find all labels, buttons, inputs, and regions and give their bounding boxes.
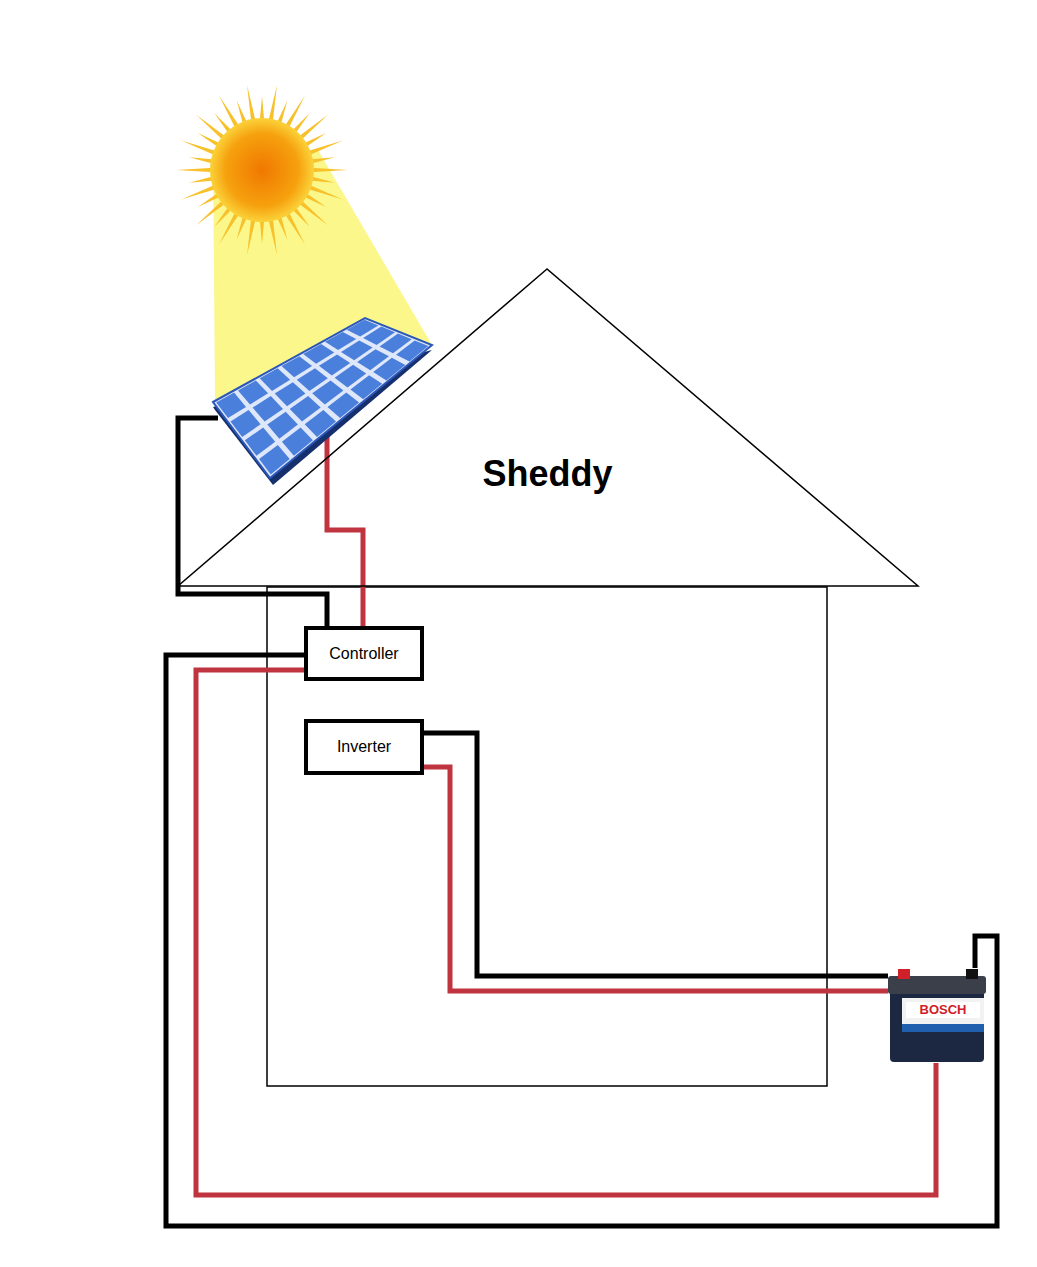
panel-cell — [282, 428, 313, 456]
wire — [196, 670, 936, 1195]
sun-ray — [306, 141, 343, 156]
wire — [424, 733, 888, 976]
panel-cell — [328, 393, 360, 419]
sun-rays — [176, 85, 348, 254]
panel-cell — [396, 340, 428, 361]
box-label: Controller — [329, 645, 398, 663]
battery: BOSCH — [888, 968, 986, 1063]
panel-cell — [305, 410, 336, 437]
sun-ray — [268, 217, 277, 255]
brand-label: BOSCH — [906, 1002, 980, 1018]
sun — [210, 118, 314, 222]
sun-ray — [268, 85, 277, 123]
sun-ray — [181, 184, 218, 199]
wire — [424, 767, 888, 991]
panel-frame — [213, 318, 432, 478]
panel-cell — [259, 445, 290, 475]
sun-ray — [176, 168, 214, 173]
panel-wire-positive — [327, 437, 363, 626]
wire — [166, 655, 997, 1226]
roof-label: Sheddy — [177, 453, 918, 495]
inverter-box: Inverter — [304, 719, 424, 775]
panel-cell — [373, 358, 405, 381]
sun-ray — [247, 85, 256, 123]
box-label: Inverter — [337, 738, 391, 756]
shed-wall — [267, 587, 827, 1086]
panel-cell — [350, 375, 382, 399]
panel-cell — [216, 393, 246, 419]
sun-ray — [310, 168, 348, 173]
controller-box: Controller — [304, 626, 424, 681]
solar-panel — [213, 318, 432, 485]
sun-ray — [247, 217, 256, 255]
